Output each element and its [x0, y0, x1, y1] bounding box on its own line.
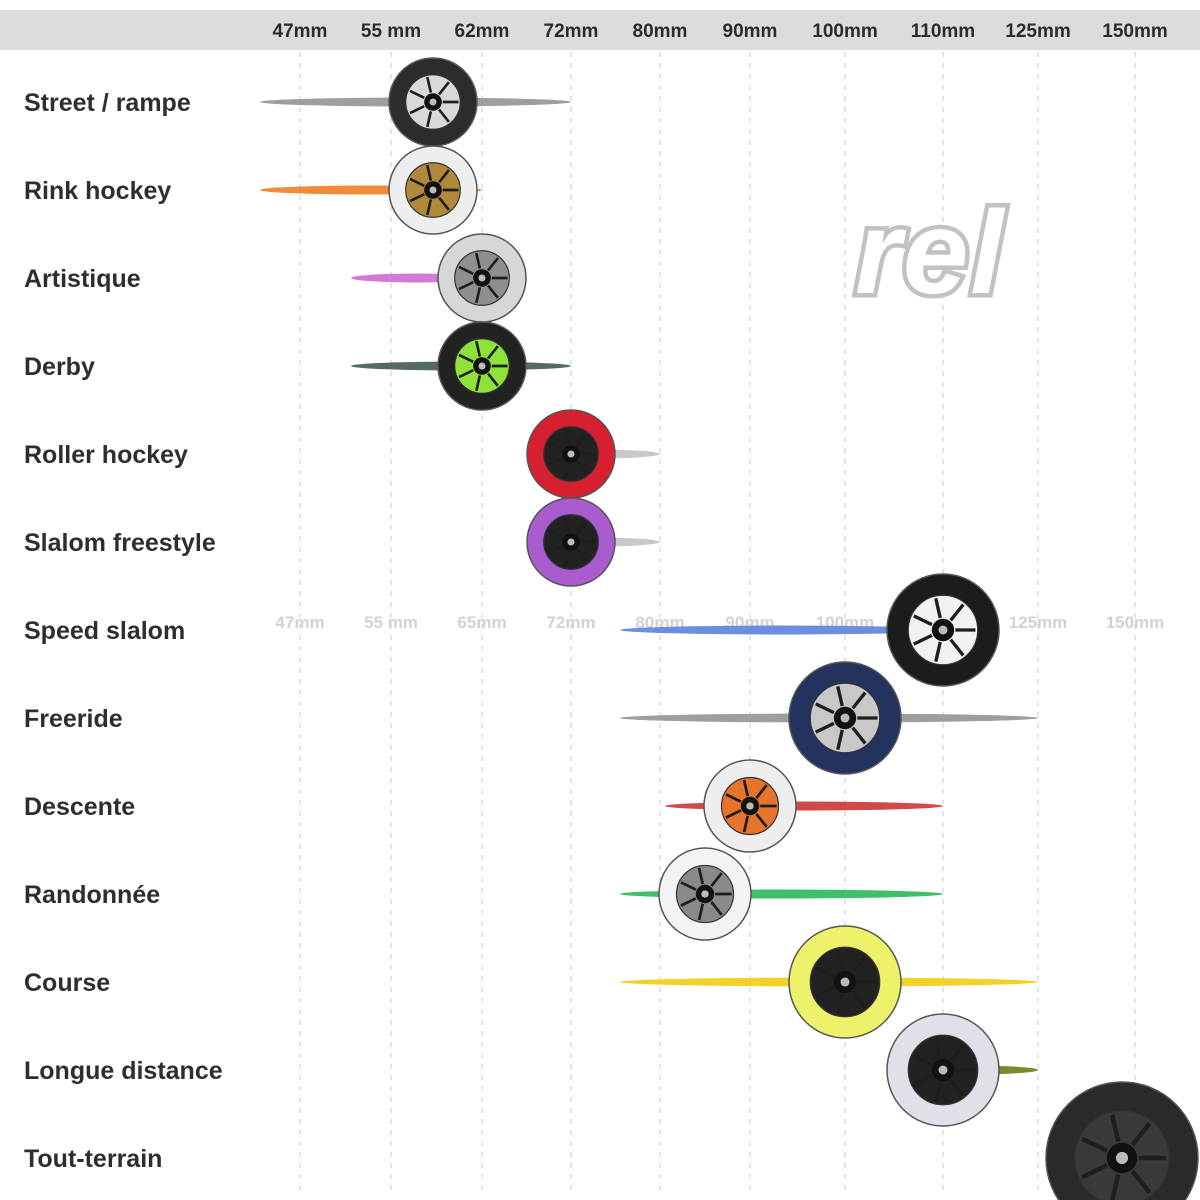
- row-roller-hockey: Roller hockey: [24, 409, 660, 499]
- x-tick-top-47mm: 47mm: [273, 21, 328, 42]
- wheel-image: [886, 1013, 1000, 1127]
- category-label: Roller hockey: [24, 441, 188, 469]
- category-label: Freeride: [24, 705, 123, 733]
- wheel-image: [388, 57, 478, 147]
- row-tout-terrain: Tout-terrain: [24, 1081, 1199, 1200]
- x-tick-top-55-mm: 55 mm: [361, 21, 421, 42]
- x-tick-top-80mm: 80mm: [633, 21, 688, 42]
- category-label: Speed slalom: [24, 617, 185, 645]
- category-label: Longue distance: [24, 1057, 223, 1085]
- x-tick-mid-125mm: 125mm: [1009, 613, 1068, 632]
- category-label: Course: [24, 969, 110, 997]
- x-tick-mid-72mm: 72mm: [546, 613, 595, 632]
- x-tick-top-62mm: 62mm: [455, 21, 510, 42]
- range-bar: [620, 625, 943, 635]
- row-descente: Descente: [24, 759, 943, 853]
- category-label: Artistique: [24, 265, 141, 293]
- x-ticks-top: 47mm 55 mm 62mm 72mm 80mm 90mm 100mm 110mm 125mm…: [273, 21, 1168, 42]
- wheel-image: [526, 409, 616, 499]
- x-tick-mid-150mm: 150mm: [1106, 613, 1165, 632]
- category-label: Descente: [24, 793, 135, 821]
- x-tick-top-90mm: 90mm: [723, 21, 778, 42]
- category-label: Randonnée: [24, 881, 160, 909]
- wheel-image: [526, 497, 616, 587]
- wheel-image: [658, 847, 752, 941]
- x-tick-mid-47mm: 47mm: [275, 613, 324, 632]
- category-label: Slalom freestyle: [24, 529, 216, 557]
- category-label: Rink hockey: [24, 177, 171, 205]
- row-randonnee: Randonnée: [24, 847, 943, 941]
- rel-logo: rel: [851, 183, 1009, 324]
- wheel-image: [388, 145, 478, 235]
- wheel-image: [437, 233, 527, 323]
- row-rink-hockey: Rink hockey: [24, 145, 482, 235]
- row-slalom-freestyle: Slalom freestyle: [24, 497, 660, 587]
- row-derby: Derby: [24, 321, 571, 411]
- row-course: Course: [24, 925, 1038, 1039]
- row-freeride: Freeride: [24, 661, 1038, 775]
- wheel-image: [788, 925, 902, 1039]
- x-tick-top-150mm: 150mm: [1102, 21, 1168, 42]
- x-tick-mid-65mm: 65mm: [457, 613, 506, 632]
- header-bar: [0, 10, 1200, 50]
- x-tick-top-125mm: 125mm: [1005, 21, 1071, 42]
- x-tick-top-72mm: 72mm: [544, 21, 599, 42]
- wheel-image: [886, 573, 1000, 687]
- row-speed-slalom: Speed slalom: [24, 573, 1000, 687]
- category-label: Street / rampe: [24, 89, 191, 117]
- x-tick-top-110mm: 110mm: [911, 21, 975, 42]
- x-tick-top-100mm: 100mm: [812, 21, 878, 42]
- row-artistique: Artistique: [24, 233, 527, 323]
- row-longue-distance: Longue distance: [24, 1013, 1038, 1127]
- category-label: Derby: [24, 353, 95, 381]
- wheel-image: [1045, 1081, 1199, 1200]
- category-label: Tout-terrain: [24, 1145, 162, 1173]
- wheel-image: [703, 759, 797, 853]
- wheel-image: [437, 321, 527, 411]
- wheel-image: [788, 661, 902, 775]
- logo-text: rel: [855, 187, 1006, 319]
- x-tick-mid-55-mm: 55 mm: [364, 613, 418, 632]
- row-street-rampe: Street / rampe: [24, 57, 571, 147]
